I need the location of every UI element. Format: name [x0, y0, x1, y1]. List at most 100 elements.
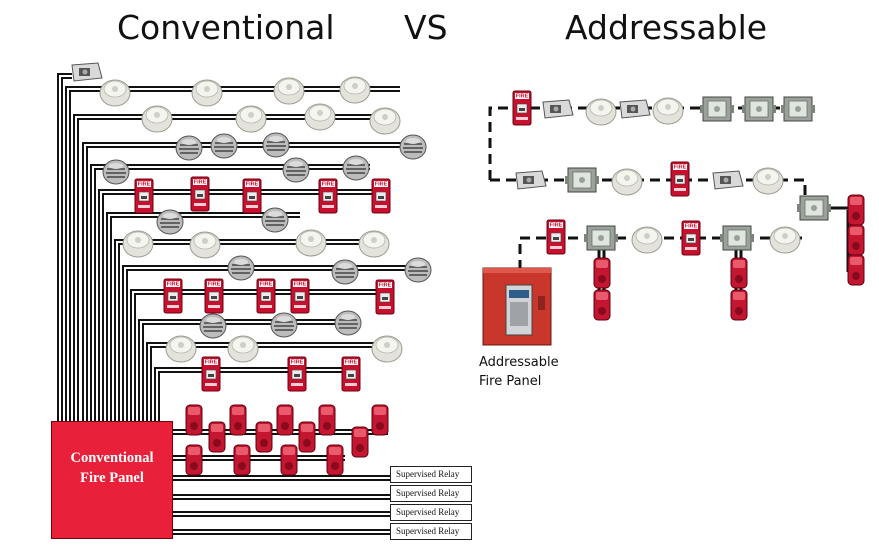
pull-station-icon [134, 178, 154, 214]
monitor-module-icon [780, 96, 816, 122]
heat-detector-icon [210, 133, 238, 159]
heat-detector-icon [399, 134, 427, 160]
heat-detector-icon [261, 207, 289, 233]
horn-strobe-icon [847, 194, 865, 226]
beam-detector-icon [71, 62, 103, 82]
smoke-detector-icon [165, 335, 197, 363]
smoke-detector-icon [631, 226, 663, 254]
smoke-detector-icon [191, 79, 223, 107]
horn-strobe-icon [280, 444, 298, 476]
smoke-detector-icon [371, 335, 403, 363]
addressable-devices [512, 90, 865, 321]
heat-detector-icon [282, 157, 310, 183]
horn-strobe-icon [847, 254, 865, 286]
smoke-detector-icon [295, 229, 327, 257]
smoke-detector-icon [752, 167, 784, 195]
smoke-detector-icon [227, 335, 259, 363]
smoke-detector-icon [235, 105, 267, 133]
smoke-detector-icon [339, 76, 371, 104]
horn-strobe-icon [208, 421, 226, 453]
conventional-wiring [57, 73, 425, 535]
supervised-relay: Supervised Relay [390, 466, 472, 483]
pull-station-icon [287, 356, 307, 392]
smoke-detector-icon [304, 103, 336, 131]
heat-detector-icon [270, 312, 298, 338]
horn-strobe-icon [185, 404, 203, 436]
pull-station-icon [318, 178, 338, 214]
pull-station-icon [204, 278, 224, 314]
smoke-detector-icon [99, 79, 131, 107]
smoke-detector-icon [358, 230, 390, 258]
supervised-relay: Supervised Relay [390, 523, 472, 540]
pull-station-icon [341, 356, 361, 392]
addressable-title: Addressable [565, 8, 768, 47]
smoke-detector-icon [122, 230, 154, 258]
addressable-panel-label-line1: Addressable [479, 355, 559, 370]
vs-title: VS [404, 8, 448, 47]
addressable-panel-label: Addressable Fire Panel [479, 353, 559, 391]
horn-strobe-icon [229, 404, 247, 436]
control-module-icon [583, 225, 619, 251]
heat-detector-icon [102, 159, 130, 185]
control-module-icon [719, 225, 755, 251]
horn-strobe-icon [371, 404, 389, 436]
pull-station-icon [190, 176, 210, 212]
heat-detector-icon [199, 313, 227, 339]
horn-strobe-icon [255, 421, 273, 453]
pull-station-icon [375, 279, 395, 315]
panel-label-line1: Conventional [70, 450, 154, 466]
heat-detector-icon [331, 259, 359, 285]
horn-strobe-icon [593, 289, 611, 321]
pull-station-icon [670, 161, 690, 197]
heat-detector-icon [342, 155, 370, 181]
horn-strobe-icon [298, 421, 316, 453]
monitor-module-icon [741, 96, 777, 122]
heat-detector-icon [175, 135, 203, 161]
horn-strobe-icon [730, 257, 748, 289]
control-module-icon [796, 195, 832, 221]
horn-strobe-icon [847, 224, 865, 256]
supervised-relay: Supervised Relay [390, 504, 472, 521]
smoke-detector-icon [585, 98, 617, 126]
smoke-detector-icon [652, 97, 684, 125]
smoke-detector-icon [141, 105, 173, 133]
heat-detector-icon [334, 310, 362, 336]
smoke-detector-icon [369, 107, 401, 135]
horn-strobe-icon [326, 444, 344, 476]
heat-detector-icon [156, 209, 184, 235]
horn-strobe-icon [185, 444, 203, 476]
beam-detector-icon [542, 99, 574, 119]
beam-detector-icon [619, 99, 651, 119]
conventional-fire-panel: Conventional Fire Panel [51, 421, 173, 539]
monitor-module-icon [564, 167, 600, 193]
pull-station-icon [512, 90, 532, 126]
horn-strobe-icon [276, 404, 294, 436]
smoke-detector-icon [273, 77, 305, 105]
addressable-panel-icon [482, 267, 552, 346]
pull-station-icon [681, 220, 701, 256]
pull-station-icon [201, 356, 221, 392]
smoke-detector-icon [769, 226, 801, 254]
horn-strobe-icon [318, 404, 336, 436]
smoke-detector-icon [611, 168, 643, 196]
horn-strobe-icon [233, 444, 251, 476]
monitor-module-icon [699, 96, 735, 122]
pull-station-icon [256, 278, 276, 314]
heat-detector-icon [404, 257, 432, 283]
beam-detector-icon [515, 170, 547, 190]
heat-detector-icon [227, 255, 255, 281]
smoke-detector-icon [189, 231, 221, 259]
horn-strobe-icon [351, 426, 369, 458]
horn-strobe-icon [730, 289, 748, 321]
pull-station-icon [290, 278, 310, 314]
heat-detector-icon [262, 132, 290, 158]
beam-detector-icon [712, 170, 744, 190]
pull-station-icon [371, 178, 391, 214]
addressable-panel-label-line2: Fire Panel [479, 374, 542, 389]
panel-label-line2: Fire Panel [80, 470, 144, 486]
pull-station-icon [163, 278, 183, 314]
horn-strobe-icon [593, 257, 611, 289]
supervised-relay: Supervised Relay [390, 485, 472, 502]
pull-station-icon [546, 219, 566, 255]
